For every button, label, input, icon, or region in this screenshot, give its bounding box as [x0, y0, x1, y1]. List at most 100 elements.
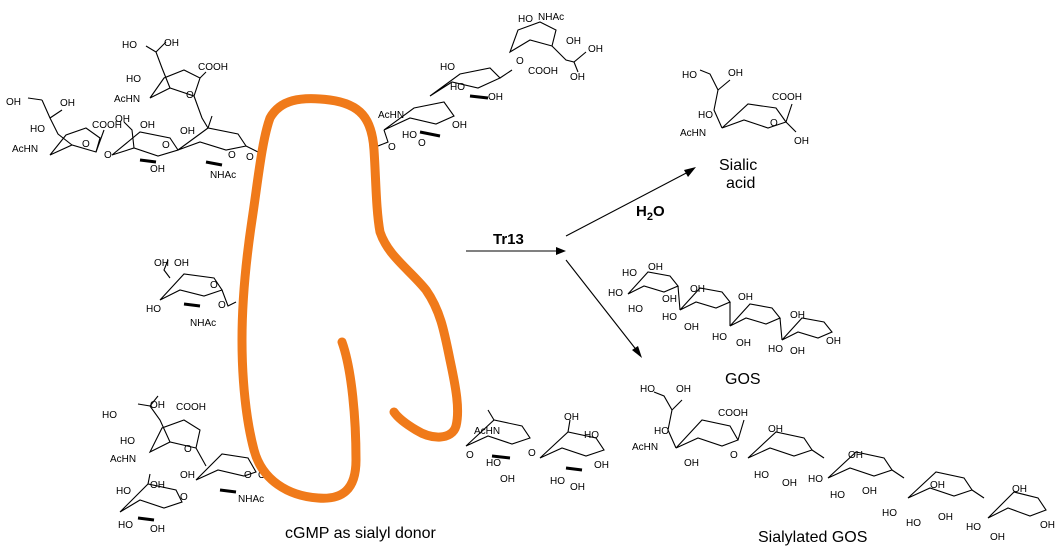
arrow-to-gos — [565, 259, 639, 353]
svg-text:OH: OH — [594, 460, 609, 471]
svg-text:HO: HO — [966, 522, 981, 533]
svg-text:O: O — [418, 138, 426, 149]
svg-text:O: O — [218, 300, 226, 311]
svg-text:NHAc: NHAc — [210, 170, 236, 181]
svg-text:O: O — [82, 139, 90, 150]
svg-text:O: O — [184, 444, 192, 455]
svg-text:HO: HO — [518, 14, 533, 25]
svg-text:HO: HO — [906, 518, 921, 529]
svg-text:OH: OH — [990, 532, 1005, 543]
structure-sialyl-galnac-top: NHAc OH HO OH OH O COOH HO HO OH AcHN HO… — [377, 12, 603, 153]
svg-text:OH: OH — [564, 412, 579, 423]
svg-text:OH: OH — [790, 346, 805, 357]
svg-text:HO: HO — [640, 384, 655, 395]
svg-text:OH: OH — [6, 97, 21, 108]
svg-text:OH: OH — [150, 524, 165, 535]
svg-text:O: O — [244, 470, 252, 481]
svg-text:OH: OH — [180, 470, 195, 481]
svg-text:HO: HO — [118, 520, 133, 531]
structure-sialyl-bottom-left: HO OH HO AcHN COOH O NHAc O O OH HO OH H… — [102, 395, 266, 535]
svg-text:OH: OH — [676, 384, 691, 395]
svg-text:OH: OH — [790, 310, 805, 321]
svg-text:HO: HO — [654, 426, 669, 437]
label-sialic-line2: acid — [726, 175, 755, 192]
svg-text:OH: OH — [684, 458, 699, 469]
svg-text:HO: HO — [712, 332, 727, 343]
svg-text:O: O — [228, 150, 236, 161]
svg-text:OH: OH — [115, 114, 130, 125]
svg-text:HO: HO — [808, 474, 823, 485]
svg-text:HO: HO — [146, 304, 161, 315]
svg-text:NHAc: NHAc — [190, 318, 216, 329]
reaction-arrows: Tr13 H2O — [466, 167, 696, 358]
svg-text:COOH: COOH — [772, 92, 802, 103]
svg-text:AcHN: AcHN — [632, 442, 658, 453]
arrow-to-sialic-acid — [565, 169, 693, 237]
svg-text:O: O — [210, 280, 218, 291]
svg-text:OH: OH — [862, 486, 877, 497]
label-gos: GOS — [725, 371, 761, 388]
svg-text:HO: HO — [628, 304, 643, 315]
svg-text:O: O — [186, 90, 194, 101]
svg-text:OH: OH — [1012, 484, 1027, 495]
svg-text:OH: OH — [150, 164, 165, 175]
svg-text:OH: OH — [500, 474, 515, 485]
svg-text:OH: OH — [826, 336, 841, 347]
svg-text:AcHN: AcHN — [680, 128, 706, 139]
svg-text:OH: OH — [150, 400, 165, 411]
svg-text:OH: OH — [488, 92, 503, 103]
svg-text:HO: HO — [608, 288, 623, 299]
svg-text:OH: OH — [180, 126, 195, 137]
svg-text:OH: OH — [794, 136, 809, 147]
arrow-head-gos — [632, 346, 642, 358]
svg-text:OH: OH — [164, 38, 179, 49]
svg-text:HO: HO — [440, 62, 455, 73]
svg-text:AcHN: AcHN — [378, 110, 404, 121]
svg-text:HO: HO — [450, 82, 465, 93]
structure-gos: HO OH HO HO OH OH HO OH OH HO OH OH HO O… — [608, 262, 841, 388]
svg-text:HO: HO — [550, 476, 565, 487]
svg-text:OH: OH — [690, 284, 705, 295]
svg-text:OH: OH — [736, 338, 751, 349]
orange-annotation-loop — [237, 94, 463, 503]
structure-disaccharide-bottom: AcHN O HO OH O OH HO OH HO OH — [465, 409, 609, 493]
structure-sialic-acid: HO OH HO AcHN COOH O OH Sialic acid — [680, 68, 809, 192]
svg-text:HO: HO — [622, 268, 637, 279]
svg-text:COOH: COOH — [176, 402, 206, 413]
label-water: H2O — [636, 203, 665, 223]
svg-text:OH: OH — [452, 120, 467, 131]
svg-text:HO: HO — [682, 70, 697, 81]
svg-text:OH: OH — [738, 292, 753, 303]
structure-sialylated-gos: HO OH HO AcHN COOH OH O OH HO OH OH HO H… — [632, 384, 1055, 546]
svg-text:O: O — [528, 448, 536, 459]
svg-text:OH: OH — [150, 480, 165, 491]
svg-text:HO: HO — [402, 130, 417, 141]
svg-text:HO: HO — [126, 74, 141, 85]
svg-text:OH: OH — [566, 36, 581, 47]
svg-text:HO: HO — [122, 40, 137, 51]
svg-text:OH: OH — [938, 512, 953, 523]
svg-text:OH: OH — [848, 450, 863, 461]
svg-text:HO: HO — [662, 312, 677, 323]
svg-text:OH: OH — [1040, 520, 1055, 531]
svg-text:AcHN: AcHN — [12, 144, 38, 155]
svg-text:OH: OH — [140, 120, 155, 131]
label-donor: cGMP as sialyl donor — [285, 525, 437, 542]
label-enzyme: Tr13 — [493, 231, 524, 248]
svg-text:O: O — [466, 450, 474, 461]
svg-text:AcHN: AcHN — [114, 94, 140, 105]
svg-text:O: O — [730, 450, 738, 461]
svg-text:HO: HO — [882, 508, 897, 519]
svg-text:O: O — [180, 492, 188, 503]
svg-text:OH: OH — [662, 294, 677, 305]
svg-text:OH: OH — [782, 478, 797, 489]
svg-text:HO: HO — [102, 410, 117, 421]
svg-text:COOH: COOH — [528, 66, 558, 77]
label-sialylated-gos: Sialylated GOS — [758, 529, 867, 546]
svg-text:O: O — [516, 56, 524, 67]
svg-text:OH: OH — [154, 258, 169, 269]
svg-text:OH: OH — [684, 322, 699, 333]
svg-text:O: O — [246, 152, 254, 163]
svg-text:HO: HO — [830, 490, 845, 501]
label-sialic-line1: Sialic — [719, 157, 757, 174]
